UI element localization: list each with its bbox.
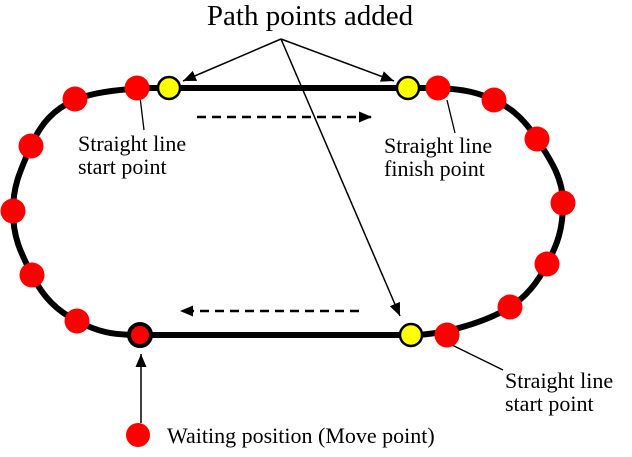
label-line: Straight line: [505, 368, 614, 393]
label-straight-line-finish-top: Straight line finish point: [384, 134, 492, 180]
label-line: start point: [505, 391, 594, 416]
path-point-dot: [156, 75, 182, 101]
move-point-dot: [524, 126, 550, 152]
pointer-line-start-bottom: [451, 344, 504, 371]
move-point-dot: [0, 198, 26, 224]
path-dots-layer: [0, 75, 576, 348]
pointer-line-start-top: [139, 96, 145, 131]
move-point-dot: [19, 262, 45, 288]
callout-arrow-to-left-path-point: [182, 38, 282, 82]
move-point-legend-icon: [126, 423, 150, 447]
label-straight-line-start-bottom: Straight line start point: [505, 369, 613, 415]
label-line: Straight line: [384, 133, 493, 158]
label-line: finish point: [384, 156, 485, 181]
label-line: Straight line: [78, 131, 187, 156]
track-left-curve: [9, 85, 172, 338]
legend: Waiting position (Move point): [126, 423, 435, 447]
move-point-dot: [434, 322, 460, 348]
path-point-dot: [398, 322, 424, 348]
move-point-dot: [18, 133, 44, 159]
move-point-dot: [62, 86, 88, 112]
pointer-line-finish-top: [446, 99, 456, 134]
move-point-dot: [425, 75, 451, 101]
callout-arrow-to-right-path-point: [280, 38, 395, 82]
move-point-dot: [534, 251, 560, 277]
label-line: start point: [78, 154, 167, 179]
move-point-dot: [481, 87, 507, 113]
move-point-dot: [64, 308, 90, 334]
diagram-title: Path points added: [206, 0, 414, 32]
track-right-curve: [405, 85, 567, 338]
path-point-dot: [395, 75, 421, 101]
legend-label: Waiting position (Move point): [167, 422, 435, 448]
callout-arrow-to-bottom-path-point: [280, 38, 401, 317]
move-point-dot: [124, 75, 150, 101]
move-point-dot: [497, 294, 523, 320]
waiting-point-dot: [127, 322, 153, 348]
label-straight-line-start-top: Straight line start point: [78, 132, 186, 178]
move-point-dot: [550, 190, 576, 216]
